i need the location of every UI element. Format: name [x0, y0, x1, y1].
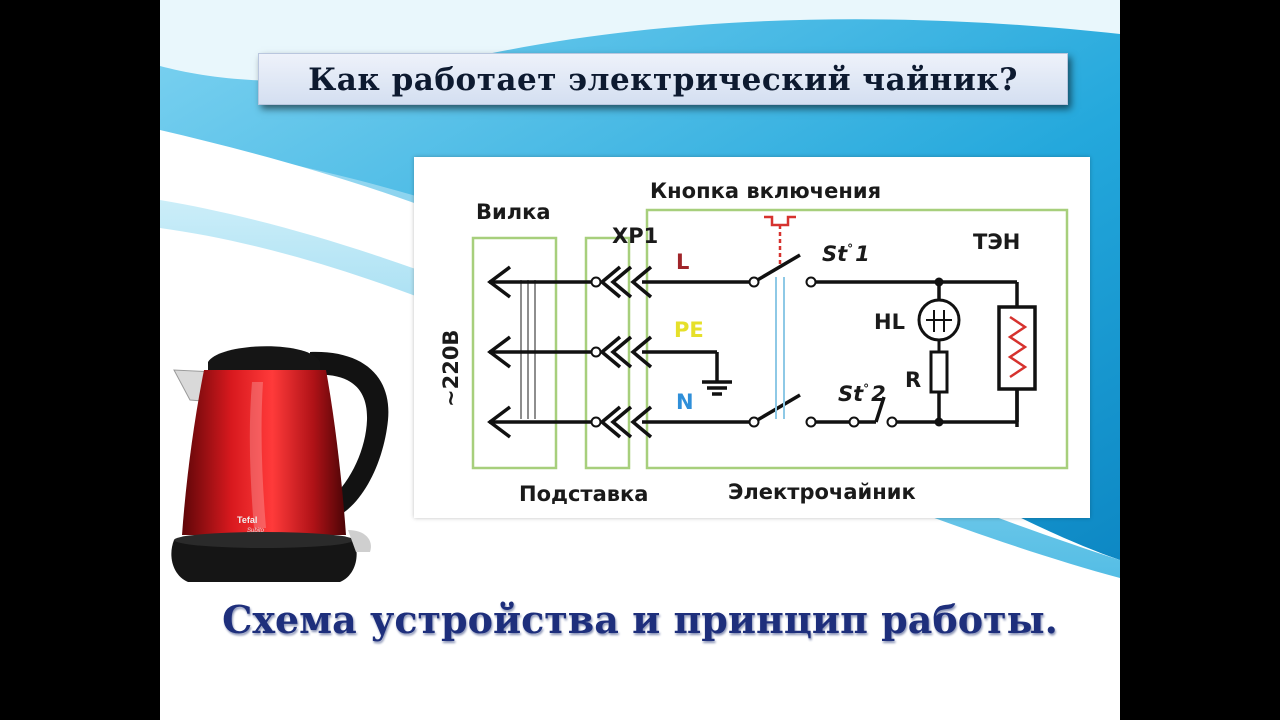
plug-pins	[520, 280, 536, 419]
wire-n	[487, 387, 1019, 439]
junction-dots	[934, 277, 944, 427]
label-plug: Вилка	[476, 200, 551, 224]
indicator-lamp	[917, 298, 961, 352]
label-l: L	[676, 250, 689, 274]
slide-title: Как работает электрический чайник?	[308, 62, 1018, 98]
slide-subtitle: Схема устройства и принцип работы.	[222, 597, 1058, 642]
title-box: Как работает электрический чайник?	[258, 53, 1068, 105]
wire-pe	[487, 335, 732, 396]
label-power-button: Кнопка включения	[650, 179, 881, 203]
label-st1: St°1	[822, 242, 870, 266]
circuit-diagram: Кнопка включения Вилка XP1 L PE N St°1 S…	[439, 179, 1069, 506]
button-mechanism	[764, 215, 796, 419]
circuit-diagram-panel: Кнопка включения Вилка XP1 L PE N St°1 S…	[414, 157, 1090, 518]
label-stand: Подставка	[519, 482, 648, 506]
kettle-image: Tefal Subito	[171, 346, 389, 582]
kettle-brand: Tefal	[237, 515, 257, 525]
label-st2: St°2	[838, 382, 886, 406]
label-voltage: ~220В	[439, 330, 463, 407]
slide: Как работает электрический чайник?	[160, 0, 1120, 720]
heating-element	[997, 305, 1037, 391]
label-kettle: Электрочайник	[728, 480, 916, 504]
label-pe: PE	[674, 318, 704, 342]
label-n: N	[676, 390, 694, 414]
label-heater: ТЭН	[973, 230, 1020, 254]
label-xp1: XP1	[612, 224, 658, 248]
kettle-model: Subito	[247, 528, 265, 534]
resistor	[929, 350, 949, 394]
terminals	[590, 276, 898, 428]
label-hl: HL	[874, 310, 905, 334]
label-r: R	[905, 368, 921, 392]
